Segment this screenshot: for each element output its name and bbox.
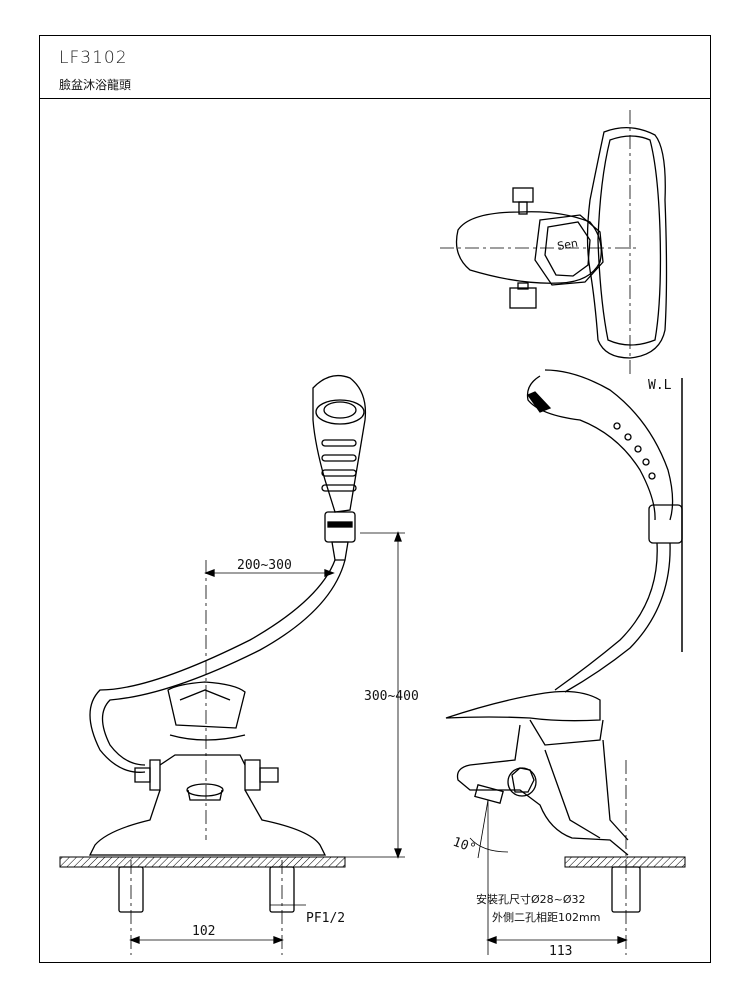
dim-200-300: 200~300 [237,558,292,573]
product-name: 臉盆沐浴龍頭 [59,78,132,92]
drawing-frame: LF3102 臉盆沐浴龍頭 [39,35,711,963]
dim-113: 113 [549,944,572,959]
title-block: LF3102 臉盆沐浴龍頭 [40,36,710,99]
front-view: 102 200~300 300~400 PF1/2 [59,374,419,955]
dim-300-400: 300~400 [364,689,419,704]
side-view: W.L 113 10° [445,369,686,959]
thread-label: PF1/2 [306,911,345,926]
angle-label: 10° [451,835,478,857]
model-number: LF3102 [59,48,128,68]
top-view: Sen [440,110,668,375]
water-line-label: W.L [648,378,672,393]
install-hole-note: 安裝孔尺寸Ø28~Ø32 [476,892,586,906]
outer-spacing-note: 外側二孔相距102mm [492,911,600,924]
dim-102: 102 [192,924,215,939]
svg-text:Sen: Sen [556,237,579,253]
